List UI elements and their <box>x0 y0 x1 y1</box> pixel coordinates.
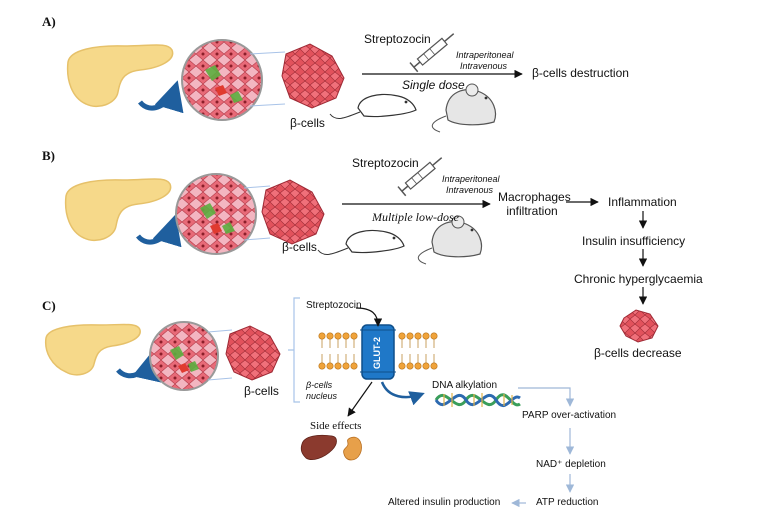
panel-b <box>64 157 659 343</box>
macrophages-label: Macrophages infiltration <box>498 190 571 218</box>
pathway-insulin: Altered insulin production <box>388 497 501 508</box>
lipid-head <box>430 332 438 340</box>
arrow-dna-to-parp <box>518 387 575 407</box>
dose-label-a: Single dose <box>402 78 465 92</box>
syringe-icon <box>397 157 443 197</box>
lipid-head <box>334 332 342 340</box>
pathway-parp: PARP over-activation <box>522 410 617 421</box>
chain-step-hyperglycaemia: Chronic hyperglycaemia <box>574 272 703 286</box>
arrow-streptozocin-in <box>355 307 383 327</box>
lipid-head <box>398 362 406 370</box>
lipid-head <box>350 362 358 370</box>
panel-c <box>44 297 575 508</box>
lipid-head <box>430 362 438 370</box>
pancreas-icon <box>64 178 172 242</box>
panel-a <box>66 33 523 133</box>
lipid-head <box>422 362 430 370</box>
beta-cells-label-b: β-cells <box>282 240 317 254</box>
islet-icon <box>175 173 257 255</box>
chain-step-decrease: β-cells decrease <box>594 346 682 360</box>
lipid-head <box>342 362 350 370</box>
lipid-head <box>326 332 334 340</box>
rat-icon <box>317 229 405 255</box>
route-2-b: Intravenous <box>446 185 494 195</box>
panel-b-label: B) <box>42 148 55 163</box>
syringe-icon <box>409 33 455 73</box>
pathway-nad: NAD⁺ depletion <box>536 459 606 470</box>
drug-label-b: Streptozocin <box>352 156 419 170</box>
curve-arrow <box>116 350 162 383</box>
drug-label-a: Streptozocin <box>364 32 431 46</box>
lipid-head <box>398 332 406 340</box>
arrow-to-dna <box>380 381 425 406</box>
nucleus-label: β-cells nucleus <box>306 380 338 401</box>
lipid-head <box>342 332 350 340</box>
lipid-head <box>406 332 414 340</box>
beta-cell-cluster-icon <box>225 325 281 381</box>
mouse-icon <box>431 83 497 133</box>
rat-icon <box>329 93 417 119</box>
panel-c-label: C) <box>42 298 56 313</box>
kidney-icon <box>343 436 362 461</box>
islet-icon <box>181 39 263 121</box>
beta-cell-cluster-icon <box>619 309 659 343</box>
curve-arrow <box>136 214 182 248</box>
pancreas-icon <box>66 44 174 108</box>
route-2-a: Intravenous <box>460 61 508 71</box>
beta-cells-label-c: β-cells <box>244 384 279 398</box>
drug-label-c: Streptozocin <box>306 300 362 311</box>
lipid-head <box>318 362 326 370</box>
membrane-icon <box>318 332 438 370</box>
beta-cells-label-a: β-cells <box>290 116 325 130</box>
mouse-icon <box>417 215 483 265</box>
glut2-label: GLUT-2 <box>372 337 382 370</box>
beta-cell-cluster-icon <box>261 179 325 245</box>
route-1-a: Intraperitoneal <box>456 50 514 60</box>
lipid-head <box>422 332 430 340</box>
lipid-head <box>414 332 422 340</box>
route-1-b: Intraperitoneal <box>442 174 500 184</box>
chain-step-inflammation: Inflammation <box>608 195 677 209</box>
pathway-dna: DNA alkylation <box>432 380 498 391</box>
liver-icon <box>300 434 337 460</box>
outcome-label-a: β-cells destruction <box>532 66 629 80</box>
curve-arrow <box>138 80 184 114</box>
arrow-side-effects <box>347 381 373 417</box>
pathway-atp: ATP reduction <box>536 497 599 508</box>
dose-label-b: Multiple low-dose <box>372 210 459 224</box>
bracket <box>288 297 300 403</box>
beta-cell-cluster-icon <box>281 43 345 109</box>
lipid-head <box>414 362 422 370</box>
side-effects-label: Side effects <box>310 420 362 432</box>
lipid-head <box>318 332 326 340</box>
lipid-head <box>406 362 414 370</box>
lipid-head <box>350 332 358 340</box>
lipid-head <box>334 362 342 370</box>
islet-icon <box>149 321 219 391</box>
lipid-head <box>326 362 334 370</box>
chain-step-insulin: Insulin insufficiency <box>582 234 686 248</box>
pancreas-icon <box>44 323 141 376</box>
panel-a-label: A) <box>42 14 56 29</box>
dna-icon <box>434 393 521 408</box>
